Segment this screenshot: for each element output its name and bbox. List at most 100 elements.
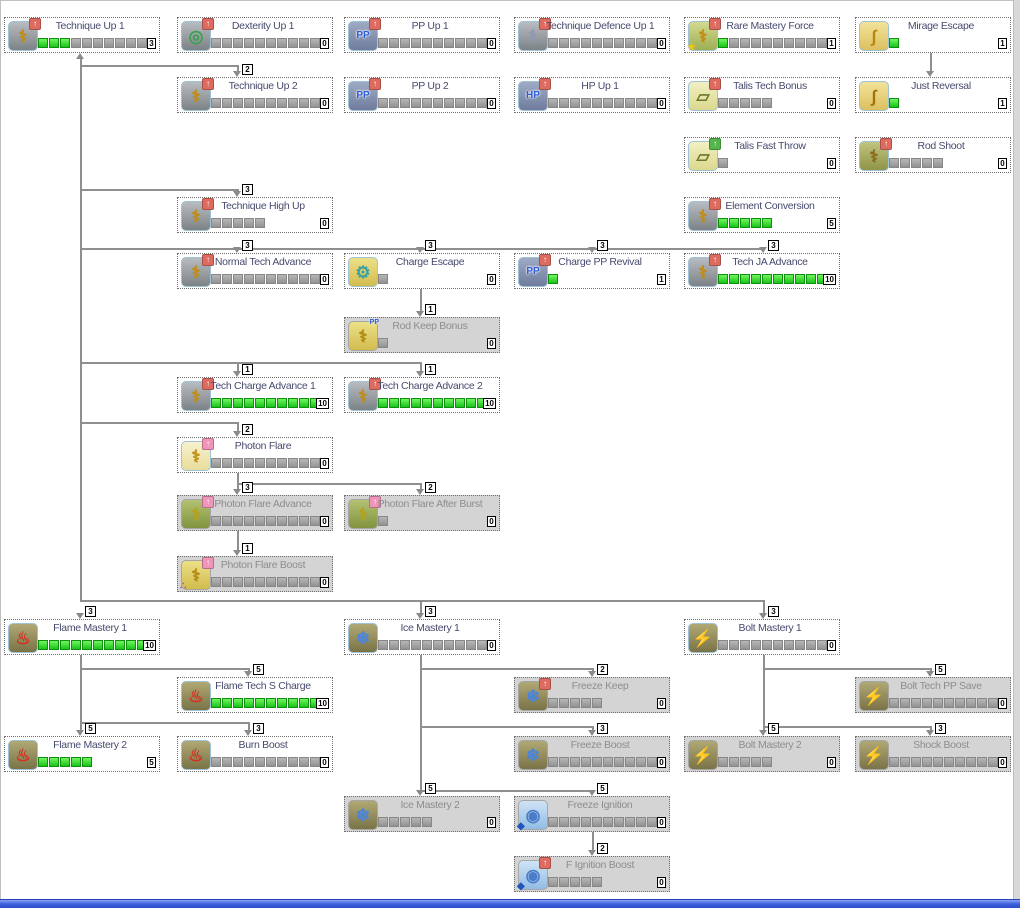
level-square[interactable] — [288, 577, 298, 587]
level-square[interactable] — [60, 38, 70, 48]
level-square[interactable] — [889, 698, 899, 708]
level-square[interactable] — [400, 817, 410, 827]
level-square[interactable] — [310, 274, 320, 284]
level-square[interactable] — [255, 516, 265, 526]
level-square[interactable] — [400, 98, 410, 108]
level-square[interactable] — [49, 640, 59, 650]
level-square[interactable] — [310, 757, 320, 767]
level-square[interactable] — [93, 38, 103, 48]
level-square[interactable] — [389, 398, 399, 408]
level-square[interactable] — [444, 398, 454, 408]
level-square[interactable] — [740, 757, 750, 767]
level-square[interactable] — [729, 757, 739, 767]
level-square[interactable] — [299, 577, 309, 587]
level-square[interactable] — [244, 398, 254, 408]
level-square[interactable] — [570, 38, 580, 48]
level-square[interactable] — [603, 38, 613, 48]
level-square[interactable] — [433, 38, 443, 48]
level-square[interactable] — [378, 516, 388, 526]
level-square[interactable] — [266, 577, 276, 587]
level-square[interactable] — [288, 458, 298, 468]
level-square[interactable] — [795, 640, 805, 650]
level-square[interactable] — [93, 640, 103, 650]
level-square[interactable] — [762, 218, 772, 228]
level-square[interactable] — [625, 757, 635, 767]
level-square[interactable] — [988, 698, 998, 708]
level-square[interactable] — [115, 640, 125, 650]
level-square[interactable] — [570, 817, 580, 827]
level-square[interactable] — [255, 698, 265, 708]
level-square[interactable] — [82, 640, 92, 650]
level-square[interactable] — [310, 98, 320, 108]
level-square[interactable] — [299, 274, 309, 284]
level-square[interactable] — [614, 817, 624, 827]
level-square[interactable] — [211, 218, 221, 228]
level-square[interactable] — [718, 98, 728, 108]
level-square[interactable] — [60, 757, 70, 767]
level-square[interactable] — [126, 38, 136, 48]
level-square[interactable] — [751, 757, 761, 767]
level-square[interactable] — [636, 98, 646, 108]
level-square[interactable] — [255, 274, 265, 284]
level-square[interactable] — [466, 98, 476, 108]
level-square[interactable] — [477, 640, 487, 650]
level-square[interactable] — [966, 757, 976, 767]
level-square[interactable] — [211, 274, 221, 284]
level-square[interactable] — [614, 38, 624, 48]
level-square[interactable] — [378, 398, 388, 408]
level-square[interactable] — [806, 38, 816, 48]
level-square[interactable] — [795, 274, 805, 284]
level-square[interactable] — [614, 98, 624, 108]
level-square[interactable] — [433, 98, 443, 108]
level-square[interactable] — [592, 38, 602, 48]
level-square[interactable] — [222, 577, 232, 587]
level-square[interactable] — [233, 577, 243, 587]
level-square[interactable] — [900, 698, 910, 708]
level-square[interactable] — [137, 38, 147, 48]
level-square[interactable] — [266, 698, 276, 708]
level-square[interactable] — [378, 274, 388, 284]
level-square[interactable] — [570, 877, 580, 887]
vertical-scrollbar[interactable] — [1013, 0, 1020, 899]
level-square[interactable] — [718, 38, 728, 48]
level-square[interactable] — [299, 458, 309, 468]
level-square[interactable] — [900, 158, 910, 168]
level-square[interactable] — [455, 398, 465, 408]
level-square[interactable] — [955, 757, 965, 767]
level-square[interactable] — [233, 38, 243, 48]
level-square[interactable] — [222, 398, 232, 408]
level-square[interactable] — [299, 757, 309, 767]
level-square[interactable] — [548, 698, 558, 708]
level-square[interactable] — [244, 38, 254, 48]
level-square[interactable] — [581, 38, 591, 48]
level-square[interactable] — [559, 877, 569, 887]
level-square[interactable] — [625, 38, 635, 48]
level-square[interactable] — [222, 516, 232, 526]
level-square[interactable] — [277, 98, 287, 108]
level-square[interactable] — [889, 757, 899, 767]
level-square[interactable] — [559, 38, 569, 48]
level-square[interactable] — [255, 458, 265, 468]
level-square[interactable] — [581, 877, 591, 887]
level-square[interactable] — [211, 577, 221, 587]
level-square[interactable] — [222, 218, 232, 228]
level-square[interactable] — [378, 338, 388, 348]
level-square[interactable] — [614, 757, 624, 767]
level-square[interactable] — [603, 757, 613, 767]
level-square[interactable] — [922, 698, 932, 708]
level-square[interactable] — [433, 640, 443, 650]
level-square[interactable] — [751, 274, 761, 284]
level-square[interactable] — [977, 757, 987, 767]
level-square[interactable] — [751, 218, 761, 228]
level-square[interactable] — [233, 218, 243, 228]
